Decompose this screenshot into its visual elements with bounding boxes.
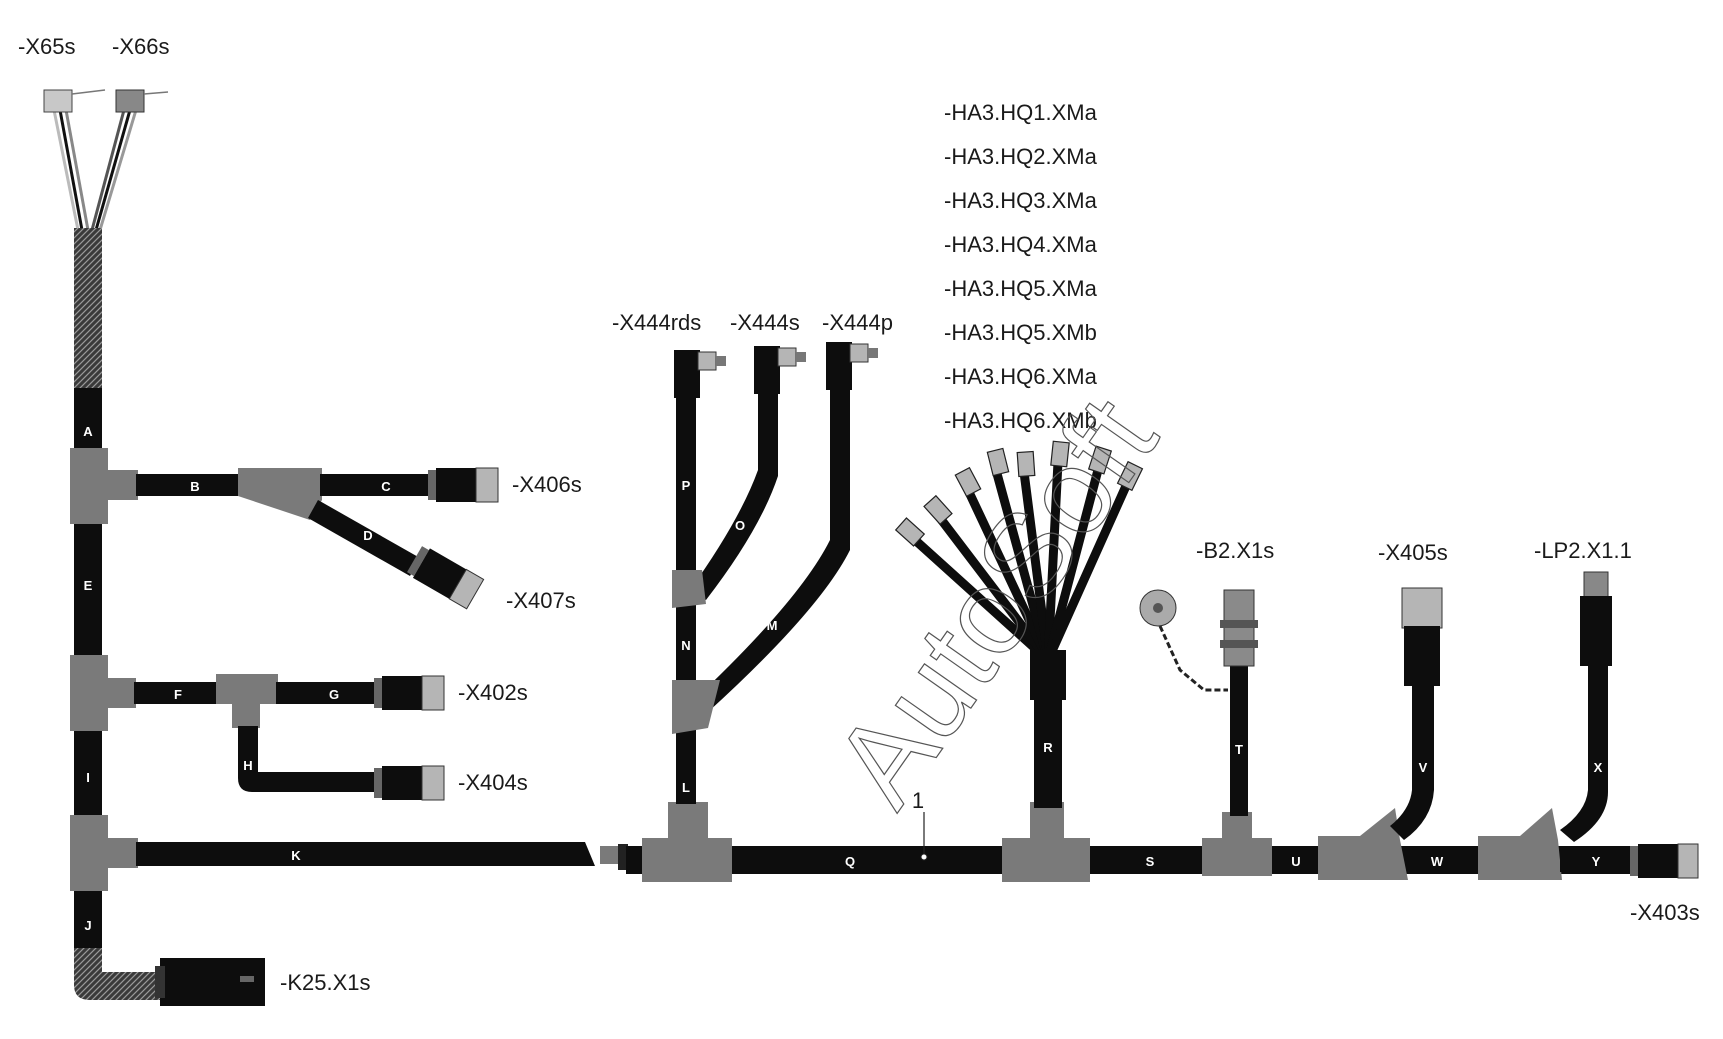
watermark-text: AutoSoft [809, 375, 1183, 829]
junction-ef [70, 655, 108, 731]
label-x407s: -X407s [506, 588, 576, 613]
label-x404s: -X404s [458, 770, 528, 795]
label-hq6-xmb: -HA3.HQ6.XMb [944, 408, 1097, 433]
segment-s: S [1146, 854, 1155, 869]
top-wires [52, 109, 138, 231]
label-x444p: -X444p [822, 310, 893, 335]
label-x444s: -X444s [730, 310, 800, 335]
braided-sleeve-top [74, 228, 102, 390]
label-hq5-xma: -HA3.HQ5.XMa [944, 276, 1098, 301]
connector-x407s-body [407, 546, 485, 610]
label-x402s: -X402s [458, 680, 528, 705]
junction-lmn [672, 680, 720, 734]
label-x66s: -X66s [112, 34, 169, 59]
connector-lp2-body [1583, 571, 1609, 599]
connector-x405s-body [1401, 587, 1443, 629]
junction-fgh [216, 674, 278, 704]
segment-l: L [682, 780, 690, 795]
hq-fan [894, 440, 1144, 808]
connector-x406s-body [428, 467, 499, 503]
junction-ik [70, 815, 108, 891]
connector-x66s-body [115, 89, 145, 113]
connector-x444s-body [754, 346, 806, 394]
connector-x403s-body [1630, 843, 1699, 879]
label-hq6-xma: -HA3.HQ6.XMa [944, 364, 1098, 389]
segment-labels: A B C D E F G H I J K L M N O P Q R S T … [83, 424, 1602, 933]
connector-labels: -X65s -X66s -X406s -X407s -X402s -X404s … [18, 34, 1700, 995]
segment-k: K [291, 848, 301, 863]
label-hq3-xma: -HA3.HQ3.XMa [944, 188, 1098, 213]
segment-d: D [363, 528, 372, 543]
segment-f: F [174, 687, 182, 702]
x405s-branch [1390, 587, 1443, 840]
connector-x404s-body [374, 765, 445, 801]
segment-j: J [84, 918, 91, 933]
connector-x402s-body [374, 675, 445, 711]
segment-o: O [735, 518, 745, 533]
label-hq5-xmb: -HA3.HQ5.XMb [944, 320, 1097, 345]
segment-a: A [83, 424, 93, 439]
segment-q: Q [845, 854, 855, 869]
junction-bcd [238, 468, 322, 520]
label-b2: -B2.X1s [1196, 538, 1274, 563]
junction-xy [1478, 808, 1562, 880]
segment-y: Y [1592, 854, 1601, 869]
segment-u: U [1291, 854, 1300, 869]
left-trunk [43, 89, 265, 1006]
callout-number: 1 [912, 788, 924, 813]
label-x403s: -X403s [1630, 900, 1700, 925]
connector-x65s-body [43, 89, 73, 113]
segment-p: P [682, 478, 691, 493]
junction-rs [1002, 838, 1090, 882]
segment-x: X [1594, 760, 1603, 775]
left-branches [134, 467, 628, 870]
lp2-branch [1560, 571, 1612, 842]
segment-m: M [767, 618, 778, 633]
braided-elbow-bottom [74, 948, 165, 1000]
x444-branches [672, 342, 878, 804]
junction-vw [1318, 808, 1408, 880]
label-lp2: -LP2.X1.1 [1534, 538, 1632, 563]
segment-h: H [243, 758, 252, 773]
label-x405s: -X405s [1378, 540, 1448, 565]
connector-x444p-body [826, 342, 878, 390]
segment-t: T [1235, 742, 1243, 757]
connector-x444rds-body [674, 350, 726, 398]
junction-tu [1202, 838, 1272, 876]
segment-r: R [1043, 740, 1053, 755]
segment-c: C [381, 479, 391, 494]
junction-ab [70, 448, 108, 524]
label-hq1-xma: -HA3.HQ1.XMa [944, 100, 1098, 125]
segment-w: W [1431, 854, 1444, 869]
segment-e: E [84, 578, 93, 593]
fan-connectors [894, 440, 1144, 547]
segment-g: G [329, 687, 339, 702]
label-hq2-xma: -HA3.HQ2.XMa [944, 144, 1098, 169]
junction-nop [672, 570, 706, 608]
label-x444rds: -X444rds [612, 310, 701, 335]
fan-wires [910, 457, 1131, 665]
segment-b: B [190, 479, 199, 494]
label-k25: -K25.X1s [280, 970, 371, 995]
segment-i: I [86, 770, 90, 785]
segment-v: V [1419, 760, 1428, 775]
segment-n: N [681, 638, 690, 653]
label-hq4-xma: -HA3.HQ4.XMa [944, 232, 1098, 257]
main-trunk [626, 802, 1699, 882]
b2-branch [1139, 589, 1258, 816]
junction-lq [642, 838, 732, 882]
label-x406s: -X406s [512, 472, 582, 497]
label-x65s: -X65s [18, 34, 75, 59]
